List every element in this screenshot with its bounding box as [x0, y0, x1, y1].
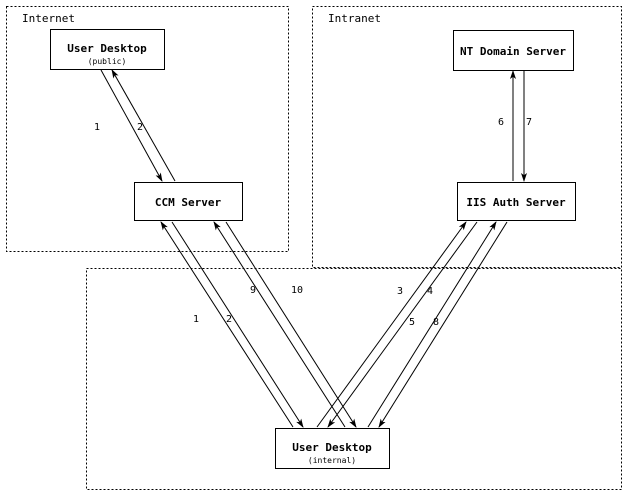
- node-box-user-desktop-internal[interactable]: [275, 428, 390, 469]
- node-ccm-server[interactable]: CCM Server: [134, 182, 243, 221]
- step-label-3: 3: [397, 286, 403, 297]
- node-box-ccm-server[interactable]: [134, 182, 243, 221]
- node-iis-auth-server[interactable]: IIS Auth Server: [457, 182, 576, 221]
- node-title-user-desktop-public: User Desktop: [67, 42, 147, 55]
- flow-line-3: [316, 221, 467, 428]
- node-subtitle-user-desktop-public: (public): [88, 57, 127, 66]
- node-subtitle-user-desktop-internal: (internal): [308, 456, 356, 465]
- flow-line-5: [367, 221, 497, 428]
- node-user-desktop-internal[interactable]: User Desktop (internal): [275, 428, 390, 469]
- zone-intranet-label: Intranet: [328, 12, 381, 25]
- flow-line-2-public: [111, 69, 176, 182]
- node-title-user-desktop-internal: User Desktop: [292, 441, 372, 454]
- step-label-1-public: 1: [94, 122, 100, 133]
- zone-group: Internet Intranet: [6, 6, 622, 490]
- node-title-ccm-server: CCM Server: [155, 196, 222, 209]
- flow-line-2-internal: [171, 221, 304, 428]
- node-nt-domain-server[interactable]: NT Domain Server: [453, 30, 574, 71]
- step-labels-group: 1 2 6 7 9 10 1 2 3 4 5 8: [94, 117, 532, 328]
- node-box-nt-domain-server[interactable]: [453, 30, 574, 71]
- step-label-10: 10: [291, 285, 303, 296]
- flow-line-1-internal: [160, 221, 294, 428]
- flow-line-8: [378, 221, 508, 428]
- flow-line-1-public: [100, 69, 163, 182]
- step-label-2-public: 2: [137, 122, 143, 133]
- step-label-9: 9: [250, 285, 256, 296]
- node-title-iis-auth-server: IIS Auth Server: [466, 196, 566, 209]
- zone-internal-box: [86, 268, 622, 490]
- flow-lines-group: [100, 69, 527, 428]
- node-box-user-desktop-public[interactable]: [50, 29, 165, 70]
- node-box-iis-auth-server[interactable]: [457, 182, 576, 221]
- node-user-desktop-public[interactable]: User Desktop (public): [50, 29, 165, 70]
- zone-internet-box: [6, 6, 289, 252]
- node-title-nt-domain-server: NT Domain Server: [460, 45, 566, 58]
- flow-line-4: [327, 221, 478, 428]
- step-label-5: 5: [409, 317, 415, 328]
- step-label-4: 4: [427, 286, 433, 297]
- zone-intranet-box: [312, 6, 622, 268]
- flow-line-10: [225, 221, 357, 428]
- flow-line-9: [213, 221, 346, 428]
- step-label-6: 6: [498, 117, 504, 128]
- step-label-7: 7: [526, 117, 532, 128]
- zone-internet-label: Internet: [22, 12, 75, 25]
- step-label-2-internal: 2: [226, 314, 232, 325]
- step-label-8: 8: [433, 317, 439, 328]
- step-label-1-internal: 1: [193, 314, 199, 325]
